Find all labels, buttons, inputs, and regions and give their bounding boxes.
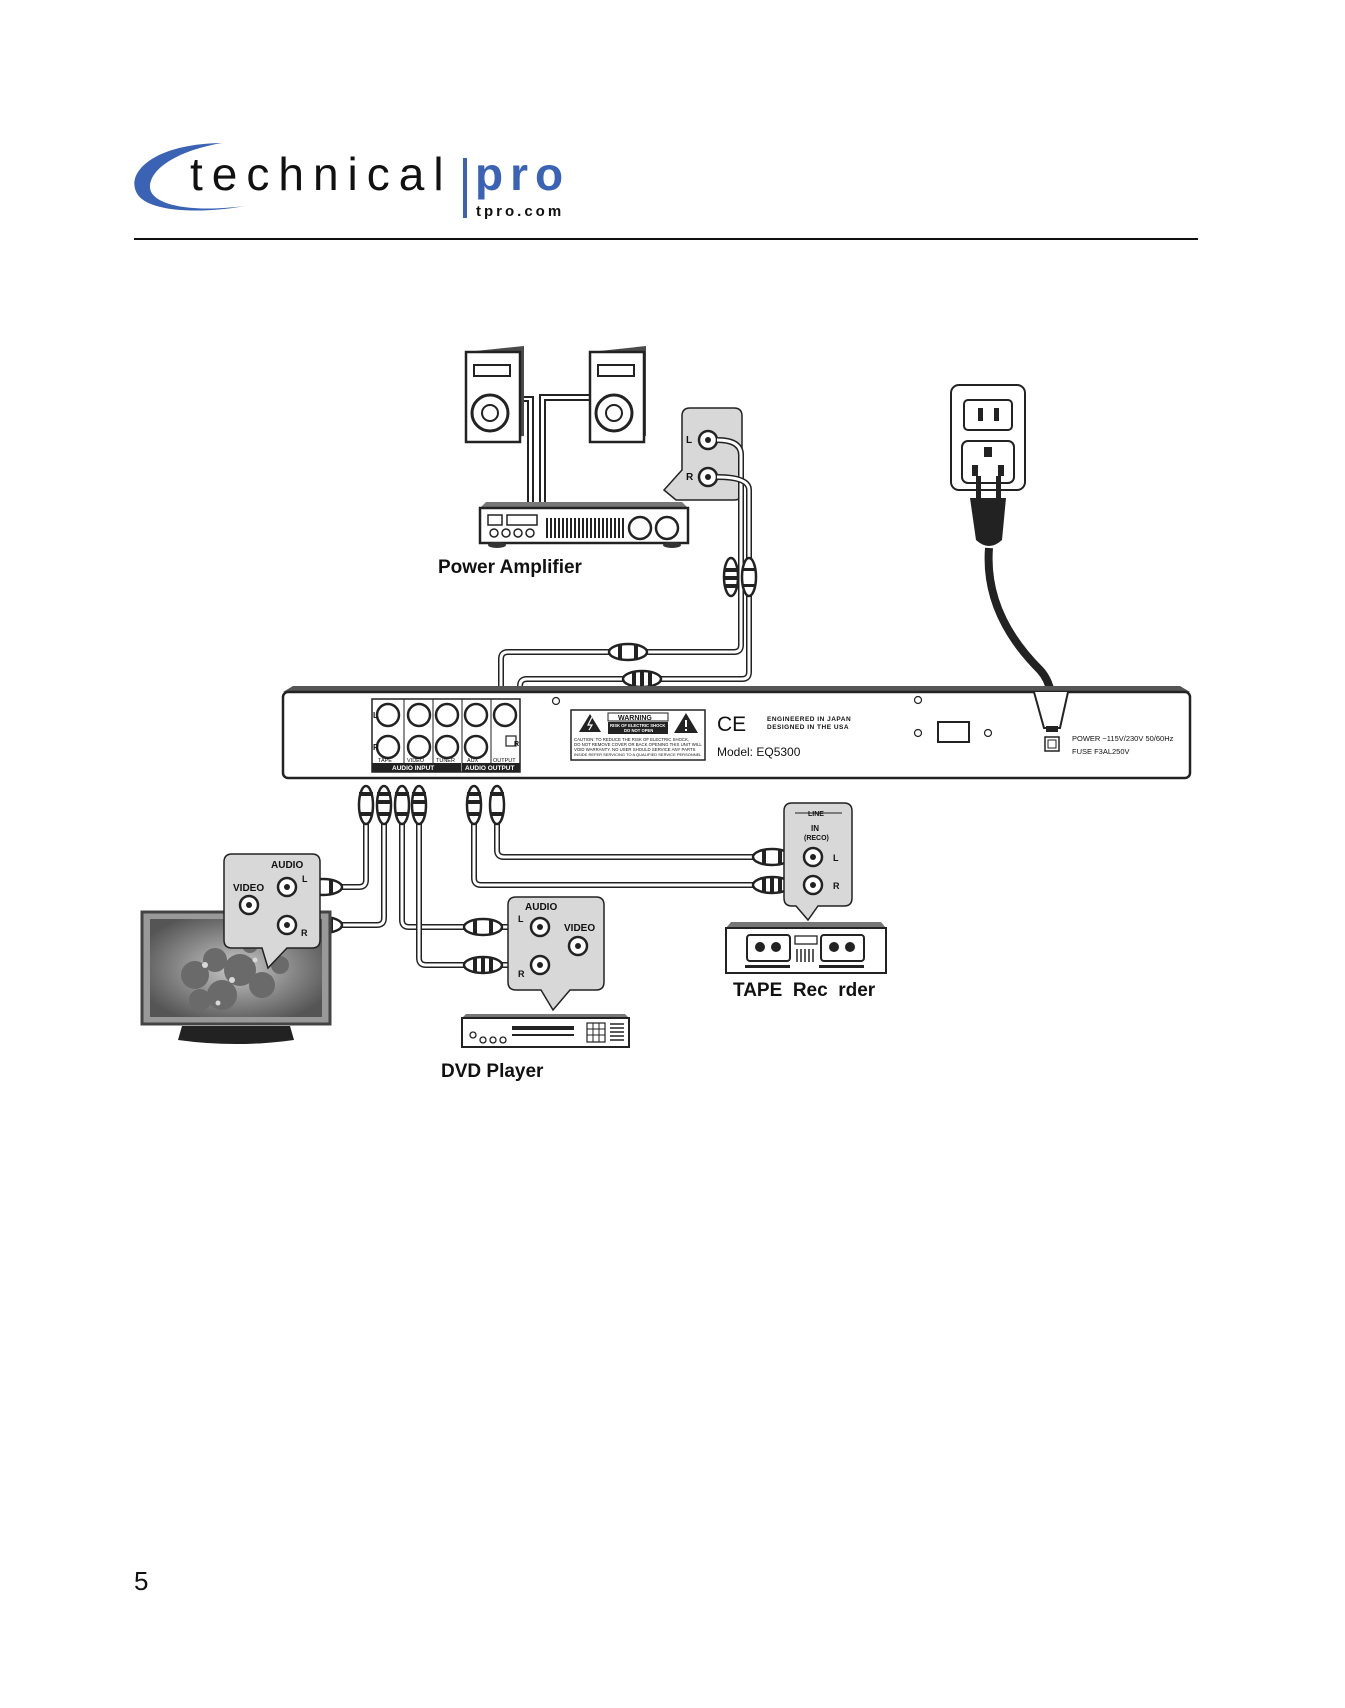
dvd-input-callout: AUDIO VIDEO L R <box>507 896 605 1012</box>
dvd-l-label: L <box>518 914 524 924</box>
group-input-label: AUDIO INPUT <box>392 765 434 772</box>
panel-output-r-label: R <box>514 741 519 748</box>
warning-title: WARNING <box>618 715 652 722</box>
rca-plug-icon <box>722 556 740 598</box>
warning-label: WARNING RISK OF ELECTRIC SHOCK DO NOT OP… <box>570 709 706 761</box>
rca-plug-icon <box>462 917 504 937</box>
engineered-text: ENGINEERED IN JAPAN <box>767 716 851 723</box>
wall-outlet-icon <box>950 384 1026 491</box>
tv-audio-label: AUDIO <box>271 860 303 871</box>
speaker-left-icon <box>464 346 524 444</box>
rca-plug-icon <box>357 784 375 826</box>
tv-l-label: L <box>302 874 308 884</box>
warning-line-2: DO NOT REMOVE COVER OR BACK OPENING THIS… <box>574 742 702 747</box>
rca-plug-icon <box>465 784 483 826</box>
power-plug-icon <box>970 476 1006 546</box>
tape-recorder-label: TAPE Rec rder <box>733 980 876 1001</box>
warning-sub-2: DO NOT OPEN <box>624 728 653 733</box>
tape-in-label: IN <box>811 824 819 833</box>
rca-plug-icon <box>393 784 411 826</box>
tv-input-callout: AUDIO VIDEO L R <box>223 853 321 970</box>
tape-recorder-icon <box>725 922 887 974</box>
tape-input-callout: LINE IN (RECO) L R <box>783 802 853 922</box>
panel-l-label: L <box>373 711 378 720</box>
speaker-right-icon <box>588 346 646 444</box>
speaker-wires <box>524 394 590 508</box>
logo-url: tpro.com <box>476 203 564 220</box>
designed-text: DESIGNED IN THE USA <box>767 724 849 731</box>
logo-word: technical <box>190 148 453 200</box>
group-output-label: AUDIO OUTPUT <box>465 765 515 772</box>
rca-plug-icon <box>375 784 393 826</box>
power-spec: POWER ~115V/230V 50/60Hz <box>1072 734 1174 743</box>
power-amplifier-label: Power Amplifier <box>438 557 583 578</box>
warning-line-1: CAUTION: TO REDUCE THE RISK OF ELECTRIC … <box>574 737 689 742</box>
panel-switch <box>937 721 970 743</box>
tv-r-label: R <box>301 928 308 938</box>
model-text: Model: EQ5300 <box>717 745 801 759</box>
tape-line-label: LINE <box>808 811 824 818</box>
logo-divider <box>463 158 467 218</box>
logo-brand: pro <box>475 148 570 200</box>
amp-r-label: R <box>686 472 694 483</box>
warning-line-4: INSIDE REFER SERVICING TO A QUALIFIED SE… <box>574 752 702 757</box>
amp-l-label: L <box>686 435 692 446</box>
jack-label-output: OUTPUT <box>493 758 516 764</box>
jack-label-tuner: TUNER <box>436 758 455 764</box>
rca-jack-panel: L R R TAPE VIDEO TUNER AUX OUTPUT AUDIO … <box>371 698 521 773</box>
fuse-spec: FUSE F3AL250V <box>1072 747 1130 756</box>
rca-plug-icon <box>621 669 663 689</box>
tape-r-label: R <box>833 881 840 891</box>
ce-mark: CE <box>717 713 746 736</box>
logo: technical pro tpro.com <box>134 143 570 220</box>
tape-reco-label: (RECO) <box>804 835 829 842</box>
lightning-warning-icon <box>579 714 601 732</box>
rca-plugs <box>302 556 793 975</box>
rca-plug-icon <box>488 784 506 826</box>
tv-video-label: VIDEO <box>233 883 264 894</box>
rca-plug-icon <box>410 784 428 826</box>
rca-plug-icon <box>751 875 793 895</box>
header-rule <box>134 238 1198 240</box>
jack-label-tape: TAPE <box>378 758 392 764</box>
rca-cables <box>300 437 800 968</box>
rca-plug-icon <box>462 955 504 975</box>
logo-swoosh-icon <box>134 143 245 211</box>
dvd-video-label: VIDEO <box>564 923 595 934</box>
amp-input-callout: L R <box>662 407 743 501</box>
rca-plug-icon <box>740 556 758 598</box>
equalizer-rear-panel: L R R TAPE VIDEO TUNER AUX OUTPUT AUDIO … <box>281 686 1192 780</box>
tape-l-label: L <box>833 853 839 863</box>
warning-line-3: VOID WARRANTY. NO USER SHOULD SERVICE AN… <box>574 747 696 752</box>
power-amplifier-icon <box>478 502 690 548</box>
dvd-player-icon <box>461 1014 630 1048</box>
jack-label-video: VIDEO <box>407 758 425 764</box>
panel-r-label: R <box>373 743 379 752</box>
dvd-audio-label: AUDIO <box>525 902 557 913</box>
warning-sub-1: RISK OF ELECTRIC SHOCK <box>610 723 665 728</box>
page-number: 5 <box>134 1566 149 1596</box>
rca-plug-icon <box>607 642 649 662</box>
dvd-r-label: R <box>518 969 525 979</box>
jack-label-aux: AUX <box>467 758 479 764</box>
dvd-player-label: DVD Player <box>441 1061 544 1082</box>
